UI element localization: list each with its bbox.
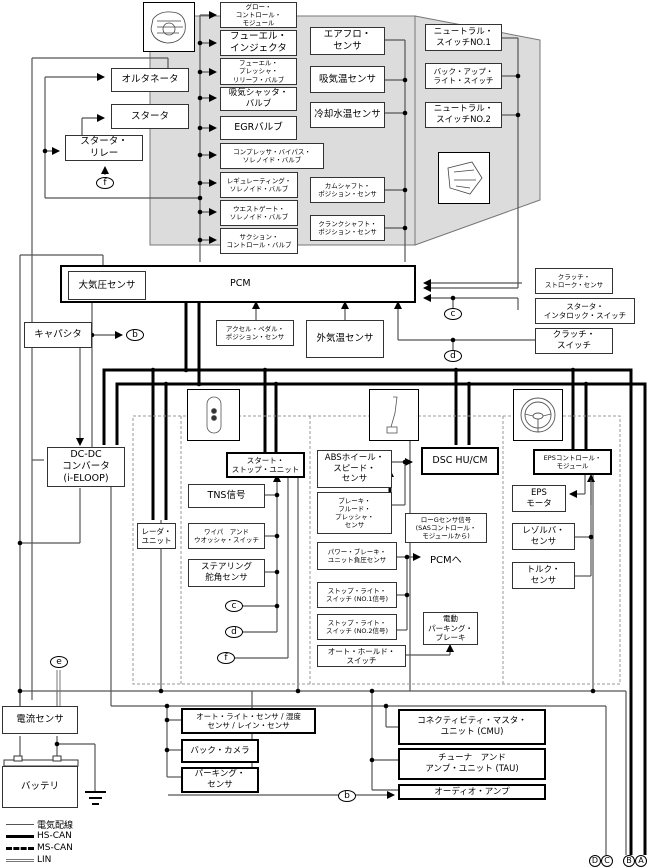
starter-interlock-switch: スタータ・ インタロック・スイッチ xyxy=(535,298,635,324)
legend-dashed-line-icon xyxy=(6,846,34,850)
stop-light-switch-no1: ストップ・ライト・ スイッチ (NO.1信号) xyxy=(317,582,397,608)
tns-signal: TNS信号 xyxy=(188,484,265,508)
legend-thin-line-icon xyxy=(6,823,34,825)
legend-label: HS-CAN xyxy=(37,831,72,841)
tuner-amp-unit: チューナ アンド アンプ・ユニット (TAU) xyxy=(398,748,546,780)
connector-d-pcm: d xyxy=(444,350,462,362)
pcm-label: PCM xyxy=(230,278,251,289)
bus-end-d: D xyxy=(589,855,601,867)
legend-lin: LIN xyxy=(6,854,51,866)
legend-thick-line-icon xyxy=(6,834,34,838)
auto-hold-switch: オート・ホールド・ スイッチ xyxy=(317,645,406,667)
clutch-switch: クラッチ・ スイッチ xyxy=(535,328,613,354)
engine-icon xyxy=(150,11,186,44)
legend-ms-can: MS-CAN xyxy=(6,842,73,854)
accelerator-pedal-position-sensor: アクセル・ペダル・ ポジション・センサ xyxy=(216,320,294,346)
actuator-egr-valve: EGRバルブ xyxy=(220,116,297,140)
eps-control-module: EPSコントロール・ モジュール xyxy=(533,449,612,475)
connector-e: e xyxy=(50,656,68,668)
power-brake-vacuum-sensor: パワー・ブレーキ・ ユニット負圧センサ xyxy=(317,542,397,570)
steering-wheel-illustration xyxy=(513,389,563,441)
connector-f-top: f xyxy=(96,177,114,189)
legend-label: LIN xyxy=(37,855,52,865)
starter: スタータ xyxy=(111,104,189,129)
connector-d-body: d xyxy=(225,626,243,638)
connector-f-body: f xyxy=(217,652,235,664)
radar-unit: レーダ・ ユニット xyxy=(137,523,176,549)
legend-label: 電気配線 xyxy=(37,820,74,831)
engine-illustration xyxy=(143,2,195,52)
steering-angle-sensor: ステアリング 舵角センサ xyxy=(188,559,265,587)
sensor-camshaft-position: カムシャフト・ ポジション・センサ xyxy=(310,177,385,203)
ambient-temp-sensor: 外気温センサ xyxy=(306,320,384,358)
connector-c-body: c xyxy=(225,600,243,612)
smart-key-icon xyxy=(206,396,221,434)
actuator-wastegate-solenoid: ウエストゲート・ ソレノイド・バルブ xyxy=(220,200,298,226)
low-g-sensor-signal: ローGセンサ信号 (SASコントロール・ モジュールから) xyxy=(405,513,487,543)
electric-parking-brake: 電動 パーキング・ ブレーキ xyxy=(423,612,478,645)
alternator: オルタネータ xyxy=(111,68,189,92)
brake-fluid-pressure-sensor: ブレーキ・ フルード・ プレッシャ・ センサ xyxy=(317,492,392,534)
pcm: 大気圧センサ PCM xyxy=(60,265,416,303)
actuator-suction-control-valve: サクション・ コントロール・バルブ xyxy=(220,228,298,254)
back-camera: バック・カメラ xyxy=(181,739,259,763)
junction-dots xyxy=(17,40,596,763)
parking-sensor: パーキング・ センサ xyxy=(181,767,259,793)
actuator-fuel-injector: フューエル・ インジェクタ xyxy=(220,30,297,56)
to-pcm-label: PCMへ xyxy=(430,555,462,566)
stop-light-switch-no2: ストップ・ライト・ スイッチ (NO.2信号) xyxy=(317,614,397,640)
legend-label: MS-CAN xyxy=(37,843,73,853)
clutch-stroke-sensor: クラッチ・ ストローク・センサ xyxy=(535,268,613,294)
actuator-compressor-bypass-solenoid: コンプレッサ・バイパス・ ソレノイド・バルブ xyxy=(220,143,324,169)
transmission-icon xyxy=(447,161,483,195)
transmission-illustration xyxy=(438,152,490,204)
starter-relay: スタータ・ リレー xyxy=(65,135,143,161)
brake-pedal-icon xyxy=(386,396,398,434)
legend-electrical-wiring: 電気配線 xyxy=(6,818,74,831)
actuator-regulating-solenoid: レギュレーティング・ ソレノイド・バルブ xyxy=(220,172,298,198)
connectivity-master-unit: コネクティビティ・マスタ・ ユニット (CMU) xyxy=(398,709,546,745)
brake-pedal-illustration xyxy=(369,389,419,441)
connector-c-pcm: c xyxy=(444,308,462,320)
audio-amp: オーディオ・アンプ xyxy=(398,784,546,800)
eps-motor: EPS モータ xyxy=(512,485,566,512)
neutral-switch-no1: ニュートラル・ スイッチNO.1 xyxy=(425,24,502,51)
smart-key-illustration xyxy=(187,389,240,441)
sensor-crankshaft-position: クランクシャフト・ ポジション・センサ xyxy=(310,215,385,241)
backup-light-switch: バック・アップ・ ライト・スイッチ xyxy=(425,63,502,89)
barometric-pressure-sensor: 大気圧センサ xyxy=(68,271,146,300)
neutral-switch-no2: ニュートラル・ スイッチNO.2 xyxy=(425,102,502,128)
resolver-sensor: レゾルバ・ センサ xyxy=(512,523,575,550)
sensor-coolant-temp: 冷却水温センサ xyxy=(310,102,385,128)
auto-light-rain-humidity-sensor: オート・ライト・センサ / 湿度 センサ / レイン・センサ xyxy=(181,708,316,734)
actuator-fuel-pressure-relief-valve: フューエル・ プレッシャ・ リリーフ・バルブ xyxy=(220,58,297,85)
connector-b-capacitor: b xyxy=(126,329,144,341)
capacitor: キャパシタ xyxy=(24,322,92,348)
sensor-airflow: エアフロ・ センサ xyxy=(310,27,385,55)
wiper-washer-switch: ワイパ アンド ウオッシャ・スイッチ xyxy=(188,523,265,549)
start-stop-unit: スタート・ ストップ・ユニット xyxy=(226,452,305,478)
legend-double-line-icon xyxy=(6,858,34,862)
battery: バッテリ xyxy=(2,766,78,808)
bus-end-c: C xyxy=(601,855,613,867)
legend-hs-can: HS-CAN xyxy=(6,830,72,842)
sensor-intake-air-temp: 吸気温センサ xyxy=(310,66,385,93)
connector-b-audio: b xyxy=(338,790,356,802)
current-sensor: 電流センサ xyxy=(2,706,78,734)
steering-wheel-icon xyxy=(520,397,556,433)
bus-end-b: B xyxy=(623,855,635,867)
actuator-glow-control-module: グロー・ コントロール・ モジュール xyxy=(220,2,297,28)
abs-wheel-speed-sensor: ABSホイール・ スピード・ センサ xyxy=(317,450,392,488)
torque-sensor: トルク・ センサ xyxy=(512,562,575,589)
bus-end-a: A xyxy=(635,855,647,867)
dc-dc-converter: DC-DC コンバータ (i-ELOOP) xyxy=(47,447,125,487)
actuator-intake-shutter-valve: 吸気シャッタ・ バルブ xyxy=(220,87,297,111)
dsc-hu-cm: DSC HU/CM xyxy=(421,447,499,475)
